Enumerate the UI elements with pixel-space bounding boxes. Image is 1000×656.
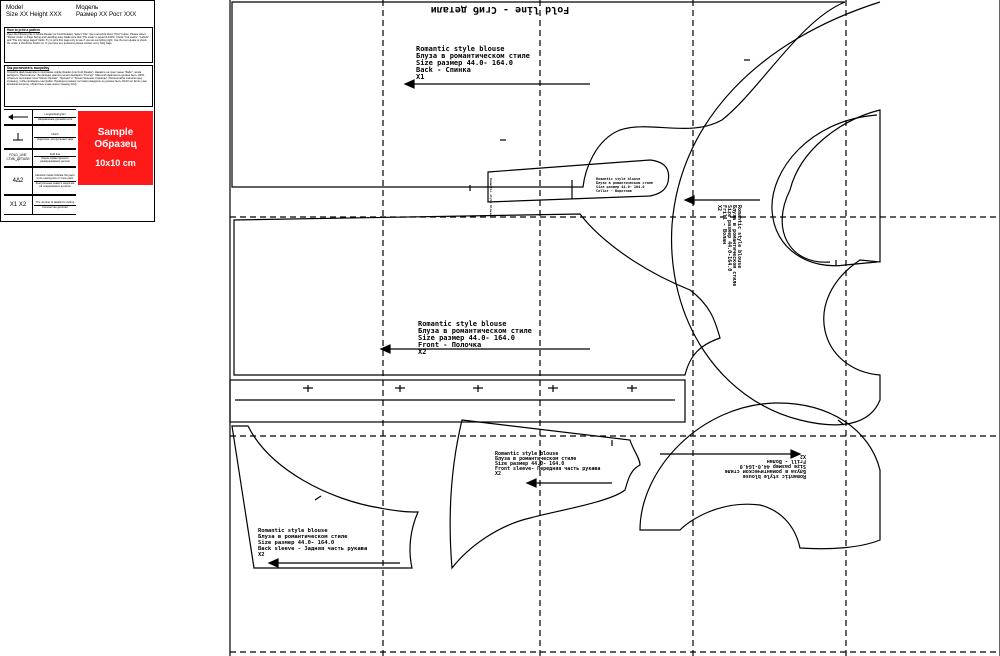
legend-fold-ru: Линия симметричного разворачивания детал… bbox=[40, 156, 70, 164]
legend-grain-ru: Направление долевой нити bbox=[37, 117, 73, 121]
frill-outline bbox=[670, 1, 881, 426]
front-line-1: Romantic style blouse bbox=[418, 320, 507, 328]
back-sleeve-line-5: X2 bbox=[258, 552, 265, 558]
sleeve-frill-outline bbox=[639, 402, 881, 550]
neck-curve bbox=[771, 114, 878, 267]
front-sleeve-line-1: Romantic style blouse bbox=[495, 451, 558, 457]
front-sleeve-label: Romantic style blouse Блуза в романтичес… bbox=[495, 451, 600, 477]
tie-line-4: Collar - Воротник bbox=[596, 189, 633, 193]
legend-marks-en: Identical marks indicate the parts to be… bbox=[34, 174, 76, 182]
back-line-1: Romantic style blouse bbox=[416, 45, 505, 53]
front-line-4: Front - Полочка bbox=[418, 341, 481, 349]
frill-label: Romantic style blouse Блуза в романтичес… bbox=[716, 205, 742, 286]
detail-count-symbol: X1 X2 bbox=[4, 196, 33, 214]
legend-marks-ru: Контрольные знаки и надсечки на соединяе… bbox=[35, 181, 75, 188]
tie-piece-label: Romantic style blouse Блуза в романтичес… bbox=[596, 177, 653, 193]
size-label: Size XX Height XXX bbox=[6, 11, 62, 18]
front-line-5: X2 bbox=[418, 348, 426, 356]
instructions-en-body: Open the following file in Adobe Reader … bbox=[7, 33, 149, 46]
back-line-5: X1 bbox=[416, 73, 424, 81]
grain-arrows bbox=[267, 79, 802, 568]
back-line-4: Back - Спинка bbox=[416, 66, 471, 74]
legend-row-grain: Longitudinal grain Направление долевой н… bbox=[4, 109, 76, 125]
sleeve-frill-line-5: X2 bbox=[800, 453, 806, 459]
back-piece-outline bbox=[231, 1, 846, 188]
legend-row-marks: 4Δ2 Identical marks indicate the parts t… bbox=[4, 167, 76, 195]
model-label-ru: Модель bbox=[76, 4, 99, 11]
info-panel: Model Size XX Height XXX Модель Размер X… bbox=[0, 0, 155, 222]
instructions-en: How to print a pattern Open the followin… bbox=[4, 27, 153, 63]
sleeve-frill-line-1: Romantic style blouse bbox=[743, 473, 806, 479]
back-sleeve-label: Romantic style blouse Блуза в романтичес… bbox=[258, 528, 367, 558]
sample-label: Sample bbox=[97, 127, 134, 138]
test-square: Sample Образец 10x10 cm bbox=[78, 111, 153, 185]
frill-line-4: Frill - Волан bbox=[721, 205, 727, 244]
back-sleeve-line-1: Romantic style blouse bbox=[258, 528, 328, 534]
notches bbox=[314, 59, 845, 501]
tie-piece-label-vertical: Romantic style blouse bbox=[489, 178, 493, 216]
legend-row-notch: Notch Надсечка, контрольный знак bbox=[4, 125, 76, 149]
sleeve-frill-label: Romantic style blouse Блуза в романтичес… bbox=[725, 453, 806, 479]
tie-line-2: Блуза в романтическом стиле bbox=[596, 181, 653, 185]
grain-arrow-icon bbox=[4, 110, 33, 124]
legend-grain-en: Longitudinal grain bbox=[34, 113, 76, 118]
sleeve-frill-line-2: Блуза в романтическом стиле bbox=[725, 468, 806, 474]
identical-marks-symbol: 4Δ2 bbox=[4, 168, 33, 194]
legend-row-fold: FOLD_LINE СГИБ_ДЕТАЛИ Fold line Линия си… bbox=[4, 149, 76, 167]
front-piece-outline bbox=[233, 213, 721, 376]
back-sleeve-outline bbox=[231, 425, 419, 569]
frill-line-2: Блуза в романтическом стиле bbox=[731, 205, 737, 286]
front-piece-label: Romantic style blouse Блуза в романтичес… bbox=[418, 320, 532, 356]
back-line-2: Блуза в романтическом стиле bbox=[416, 52, 530, 60]
tile-grid bbox=[230, 0, 1000, 656]
instructions-en-title: How to print a pattern bbox=[7, 28, 40, 32]
notch-icon bbox=[4, 126, 33, 148]
front-sleeve-line-3: Size размер 44.0- 164.0 bbox=[495, 461, 564, 467]
back-line-3: Size размер 44.0- 164.0 bbox=[416, 59, 513, 67]
tie-v-line-1: Romantic style blouse bbox=[489, 178, 493, 216]
model-label: Model bbox=[6, 4, 23, 11]
frill-line-1: Romantic style blouse bbox=[736, 205, 742, 268]
fold-line-symbol: FOLD_LINE СГИБ_ДЕТАЛИ bbox=[4, 150, 33, 166]
back-sleeve-line-4: Back sleeve - Задняя часть рукава bbox=[258, 546, 367, 552]
sleeve-frill-line-3: Size размер 44.0-164.0 bbox=[740, 463, 806, 469]
sample-label-ru: Образец bbox=[94, 139, 137, 150]
front-line-3: Size размер 44.0- 164.0 bbox=[418, 334, 515, 342]
sample-size: 10x10 cm bbox=[95, 158, 136, 168]
size-label-ru: Размер XX Рост XXX bbox=[76, 11, 137, 18]
collar-notches bbox=[303, 385, 637, 392]
legend-fold-en: Fold line bbox=[34, 153, 76, 157]
legend-count-ru: Количество деталей bbox=[42, 205, 68, 209]
legend: Longitudinal grain Направление долевой н… bbox=[4, 109, 76, 215]
front-sleeve-outline bbox=[449, 419, 641, 570]
legend-notch-ru: Надсечка, контрольный знак bbox=[37, 137, 73, 141]
back-piece-label: Romantic style blouse Блуза в романтичес… bbox=[416, 45, 530, 81]
tie-line-1: Romantic style blouse bbox=[596, 177, 640, 181]
fold-line-label: Fold line - Сгиб детали bbox=[431, 4, 569, 16]
tie-piece-outline bbox=[487, 159, 670, 203]
front-line-2: Блуза в романтическом стиле bbox=[418, 327, 532, 335]
front-sleeve-line-2: Блуза в романтическом стиле bbox=[495, 456, 576, 462]
frill-line-3: Size размер 44.0-164.0 bbox=[726, 205, 732, 271]
tile-grid-solid bbox=[229, 0, 1000, 656]
tie-line-3: Size размер 44.0- 164.0 bbox=[596, 185, 644, 189]
header-block: Model Size XX Height XXX Модель Размер X… bbox=[6, 4, 151, 24]
instructions-ru-body: Откройте файл выкройки в программе Adobe… bbox=[7, 71, 147, 87]
back-sleeve-line-3: Size размер 44.0- 164.0 bbox=[258, 540, 334, 546]
legend-notch-en: Notch bbox=[34, 133, 76, 138]
sleeve-frill-line-4: Frill - Волан bbox=[767, 458, 806, 464]
instructions-ru-title: Как распечатать выкройку bbox=[7, 66, 50, 70]
legend-count-en: The number of details for cutting bbox=[34, 201, 76, 206]
frill-line-5: X2 bbox=[716, 205, 722, 211]
legend-row-count: X1 X2 The number of details for cutting … bbox=[4, 195, 76, 215]
front-sleeve-line-5: X2 bbox=[495, 471, 501, 477]
instructions-ru: Как распечатать выкройку Откройте файл в… bbox=[4, 65, 153, 107]
front-sleeve-line-4: Front sleeve- Передняя часть рукава bbox=[495, 466, 600, 472]
back-sleeve-line-2: Блуза в романтическом стиле bbox=[258, 534, 348, 540]
collar-strip bbox=[229, 379, 686, 423]
